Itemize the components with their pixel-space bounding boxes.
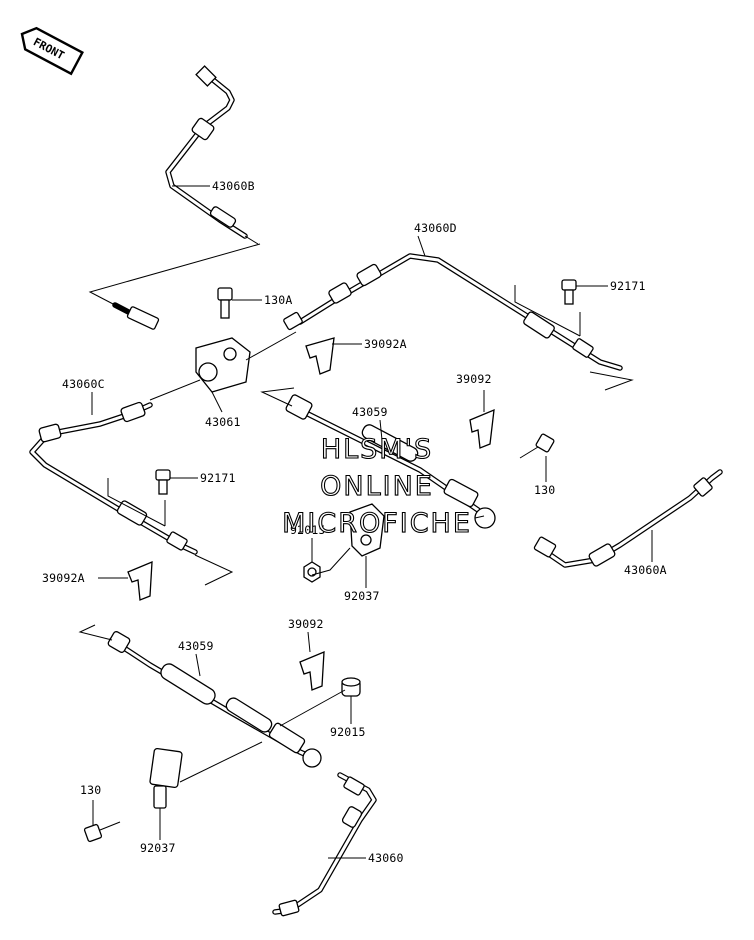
label-130-right: 130: [534, 483, 555, 497]
bolt-130-right[interactable]: [519, 433, 555, 459]
label-43059-center: 43059: [352, 405, 388, 419]
brake-hose-43059-center[interactable]: [285, 394, 496, 529]
label-43060a: 43060A: [624, 563, 667, 577]
nut-92015-center[interactable]: [303, 561, 321, 583]
leader-lines: [91, 185, 653, 859]
label-39092-right: 39092: [456, 372, 492, 386]
bolt-130-lower[interactable]: [83, 821, 121, 843]
label-43060c: 43060C: [62, 377, 105, 391]
clip-39092a-top[interactable]: [305, 337, 335, 375]
junction-block-43061[interactable]: [195, 337, 251, 393]
watermark-line-3: MICROFICHE: [282, 508, 472, 539]
label-39092-lower: 39092: [288, 617, 324, 631]
label-92037-center: 92037: [344, 589, 380, 603]
brake-pipe-43060[interactable]: [272, 772, 377, 917]
clip-39092-right[interactable]: [469, 408, 495, 449]
bracket-92037-center[interactable]: [349, 503, 385, 557]
label-92171-right: 92171: [610, 279, 646, 293]
bolt-130a[interactable]: [217, 287, 233, 319]
label-43060: 43060: [368, 851, 404, 865]
label-43059-lower: 43059: [178, 639, 214, 653]
label-130a: 130A: [264, 293, 293, 307]
label-92171-left: 92171: [200, 471, 236, 485]
brake-pipe-43060a[interactable]: [533, 469, 723, 568]
front-arrow-icon: FRONT: [20, 26, 84, 76]
nut-92015-lower[interactable]: [341, 677, 361, 697]
label-92015-center: 92015: [290, 523, 326, 537]
watermark: HLSM'S ONLINE MICROFICHE: [282, 433, 472, 539]
part-labels: 43060B 43060D 130A 92171 39092A 43060C 4…: [42, 179, 667, 865]
watermark-line-1: HLSM'S: [321, 434, 433, 465]
label-39092a-left: 39092A: [42, 571, 85, 585]
watermark-line-2: ONLINE: [320, 471, 434, 502]
hose-fitting-upper-left: [112, 302, 160, 330]
assembly-lines: [78, 243, 634, 783]
label-92037-lower: 92037: [140, 841, 176, 855]
clip-39092-lower[interactable]: [299, 651, 325, 691]
brake-pipe-43060c[interactable]: [29, 401, 198, 555]
label-43060d: 43060D: [414, 221, 457, 235]
brake-hose-43059-lower[interactable]: [107, 631, 322, 768]
label-43061: 43061: [205, 415, 241, 429]
brake-pipe-43060d[interactable]: [283, 253, 623, 371]
brake-pipe-43060b[interactable]: [165, 65, 259, 245]
label-92015-lower: 92015: [330, 725, 366, 739]
bleeder-valve-92171-right[interactable]: [561, 279, 577, 305]
label-130-lower: 130: [80, 783, 101, 797]
bracket-92037-lower[interactable]: [149, 747, 183, 809]
label-43060b: 43060B: [212, 179, 255, 193]
label-39092a-top: 39092A: [364, 337, 407, 351]
bleeder-valve-92171-left[interactable]: [155, 469, 171, 495]
clip-39092a-left[interactable]: [127, 561, 153, 601]
